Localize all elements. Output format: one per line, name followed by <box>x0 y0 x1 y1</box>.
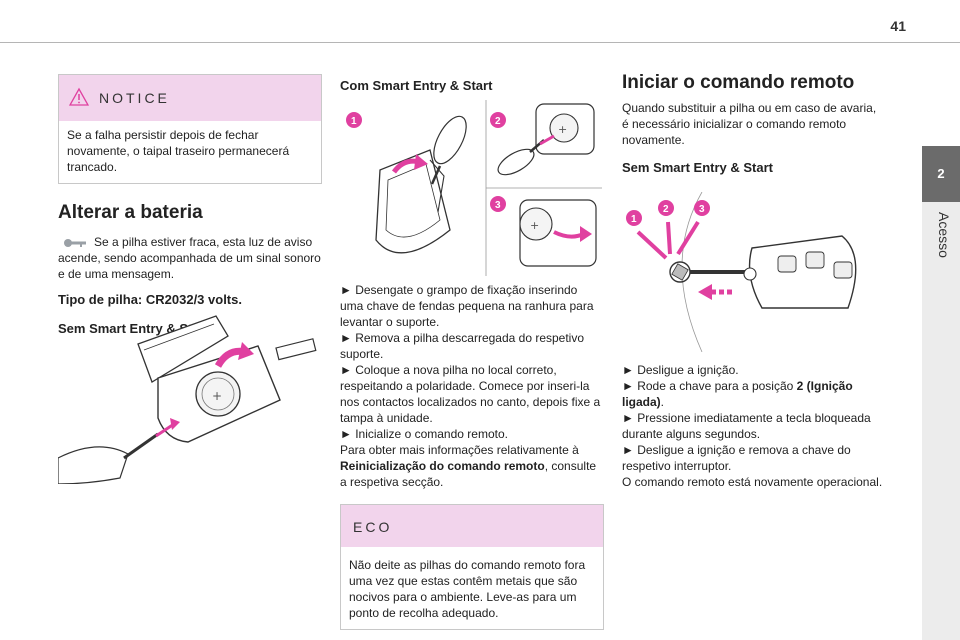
svg-text:+: + <box>530 219 539 232</box>
eco-body: Não deite as pilhas do comando remoto fo… <box>349 558 586 620</box>
battery-step-2: ► Remova a pilha descarregada do respeti… <box>340 331 585 361</box>
chapter-tab[interactable] <box>922 146 960 202</box>
callout-3-icon <box>490 196 506 212</box>
init-intro: Quando substituir a pilha ou em caso de … <box>622 101 877 147</box>
callout-2-icon <box>490 112 506 128</box>
battery-intro: Se a pilha estiver fraca, esta luz de av… <box>58 235 321 281</box>
column-right: Iniciar o comando remoto Quando substitu… <box>622 72 884 175</box>
key-battery-warning-icon <box>64 239 86 247</box>
key-battery-illustration: + <box>58 315 317 484</box>
chapter-label: Acesso <box>936 212 952 258</box>
battery-title: Alterar a bateria <box>58 202 203 223</box>
column-middle: Com Smart Entry & Start <box>340 78 604 93</box>
battery-step-3: ► Coloque a nova pilha no local correto,… <box>340 363 601 425</box>
column-left: NOTICE Se a falha persistir depois de fe… <box>58 74 322 336</box>
svg-text:1: 1 <box>631 214 637 225</box>
battery-step-4: ► Inicialize o comando remoto. <box>340 427 508 441</box>
more-info-link[interactable]: Reinicialização do comando remoto <box>340 459 545 473</box>
svg-text:2: 2 <box>663 204 669 215</box>
init-final: O comando remoto está novamente operacio… <box>622 475 883 489</box>
svg-text:3: 3 <box>495 200 501 211</box>
ignition-illustration: 1 2 3 <box>626 192 857 352</box>
callout-1-icon <box>346 112 362 128</box>
svg-text:+: + <box>212 389 222 403</box>
eco-box: ECO Não deite as pilhas do comando remot… <box>340 504 604 630</box>
warning-icon <box>69 87 89 106</box>
smart-key-battery-illustration: 1 2 + 3 + <box>346 100 602 276</box>
init-step-4: ► Desligue a ignição e remova a chave do… <box>622 443 851 473</box>
init-step-2: ► Rode a chave para a posição 2 (Ignição… <box>622 379 853 409</box>
header-rule <box>0 42 960 43</box>
svg-text:3: 3 <box>699 204 705 215</box>
battery-steps: ► Desengate o grampo de fixação inserind… <box>340 282 604 630</box>
more-info: Para obter mais informações relativament… <box>340 443 597 489</box>
init-step-3: ► Pressione imediatamente a tecla bloque… <box>622 411 871 441</box>
eco-header: ECO <box>341 505 603 547</box>
svg-text:2: 2 <box>495 116 501 127</box>
page-number: 41 <box>890 18 906 34</box>
init-step-1: ► Desligue a ignição. <box>622 363 739 377</box>
init-subheading: Sem Smart Entry & Start <box>622 160 773 175</box>
init-steps: ► Desligue a ignição. ► Rode a chave par… <box>622 362 884 490</box>
with-smart-heading: Com Smart Entry & Start <box>340 78 493 93</box>
svg-text:+: + <box>558 123 567 136</box>
notice-body: Se a falha persistir depois de fechar no… <box>67 128 290 174</box>
battery-type: Tipo de pilha: CR2032/3 volts. <box>58 292 242 307</box>
chapter-sidebar <box>922 202 960 640</box>
chapter-number: 2 <box>937 166 945 181</box>
svg-text:1: 1 <box>351 116 357 127</box>
notice-title: NOTICE <box>99 90 170 106</box>
notice-box: NOTICE Se a falha persistir depois de fe… <box>58 74 322 184</box>
battery-intro-block: Se a pilha estiver fraca, esta luz de av… <box>58 234 322 282</box>
eco-title: ECO <box>353 519 393 535</box>
battery-step-1: ► Desengate o grampo de fixação inserind… <box>340 283 594 329</box>
notice-header: NOTICE <box>59 75 321 121</box>
init-title: Iniciar o comando remoto <box>622 72 855 93</box>
